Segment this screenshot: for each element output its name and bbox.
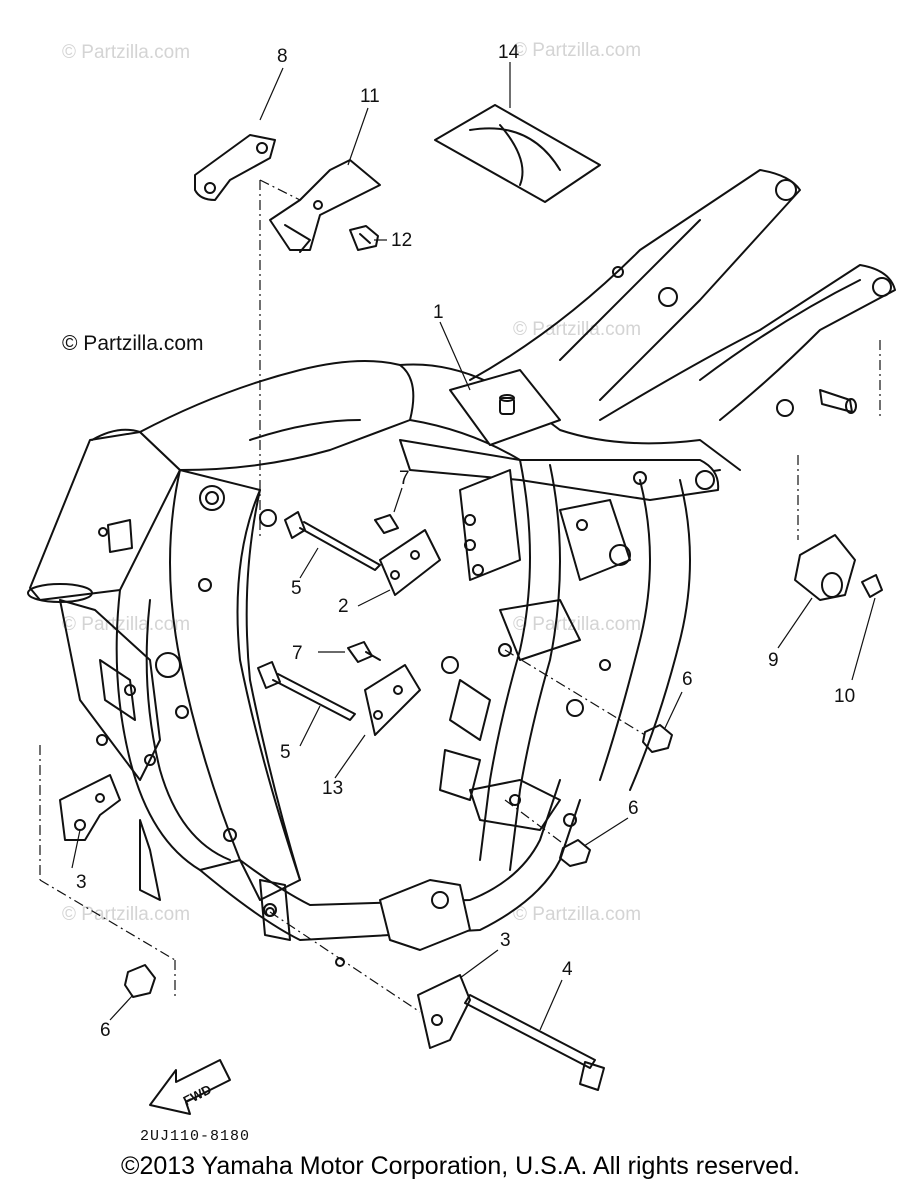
nut-6-left xyxy=(124,964,156,998)
watermark-top-right: © Partzilla.com xyxy=(513,40,641,61)
callout-5-lower: 5 xyxy=(280,742,291,763)
bolt-12 xyxy=(349,225,379,251)
bracket-3-right xyxy=(417,974,471,1049)
bracket-11 xyxy=(269,159,381,253)
cover-14 xyxy=(434,104,601,203)
fwd-arrow-icon: FWD xyxy=(149,1059,231,1115)
watermark-mid-right-upper: © Partzilla.com xyxy=(513,319,641,340)
bracket-9 xyxy=(794,534,856,601)
callout-1: 1 xyxy=(433,302,444,323)
diagram-part-code: 2UJ110-8180 xyxy=(140,1128,250,1145)
callout-2: 2 xyxy=(338,596,349,617)
bolt-5-upper xyxy=(284,511,381,571)
callout-10: 10 xyxy=(834,686,855,707)
bolt-5-lower xyxy=(257,661,356,721)
callout-12: 12 xyxy=(391,230,412,251)
callout-4: 4 xyxy=(562,959,573,980)
callout-3-left: 3 xyxy=(76,872,87,893)
nut-6-mid xyxy=(559,839,591,867)
main-frame xyxy=(27,169,896,967)
watermark-dark: © Partzilla.com xyxy=(62,332,204,355)
bracket-3-left xyxy=(59,774,121,841)
callout-7-lower: 7 xyxy=(292,643,303,664)
bolt-10 xyxy=(861,574,883,598)
nut-6-right xyxy=(642,724,673,753)
plate-13 xyxy=(364,664,421,736)
callout-14: 14 xyxy=(498,42,520,63)
callout-9: 9 xyxy=(768,650,779,671)
callout-8: 8 xyxy=(277,46,288,67)
bracket-8 xyxy=(194,134,276,201)
watermark-top-left: © Partzilla.com xyxy=(62,42,190,63)
plate-2 xyxy=(379,529,441,596)
bolt-4 xyxy=(464,994,605,1091)
watermark-mid-right: © Partzilla.com xyxy=(513,614,641,635)
callout-7-upper: 7 xyxy=(399,468,410,489)
watermark-bottom-left: © Partzilla.com xyxy=(62,904,190,925)
watermark-bottom-right: © Partzilla.com xyxy=(513,904,641,925)
bolt-7-lower xyxy=(347,641,381,663)
watermark-mid-left: © Partzilla.com xyxy=(62,614,190,635)
bolt-7-upper xyxy=(374,514,399,534)
callout-6-right: 6 xyxy=(682,669,693,690)
callout-6-mid: 6 xyxy=(628,798,639,819)
callout-3-right: 3 xyxy=(500,930,511,951)
callout-11: 11 xyxy=(360,86,380,107)
callout-5-upper: 5 xyxy=(291,578,302,599)
callout-6-left: 6 xyxy=(100,1020,111,1041)
callout-13: 13 xyxy=(322,778,343,799)
copyright-notice: ©2013 Yamaha Motor Corporation, U.S.A. A… xyxy=(121,1152,800,1180)
